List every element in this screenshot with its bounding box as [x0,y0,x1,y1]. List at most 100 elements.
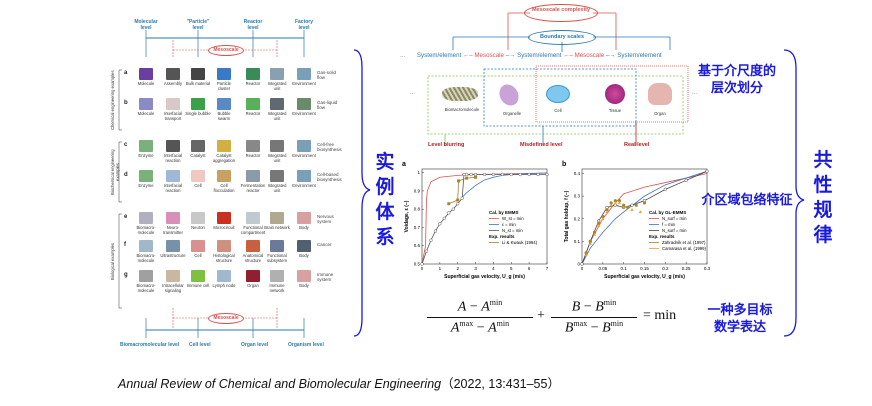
example-thumbnail [139,140,153,152]
data-point [634,203,638,207]
example-thumbnail [217,270,231,282]
legend-entry: N_surf = min [662,216,687,221]
example-caption: Interfacial transport [163,111,183,121]
right-ellipsis: ... [692,90,698,96]
x-tick-label: 0 [581,266,584,271]
example-thumbnail [166,68,180,80]
example-caption: Assembly [163,81,183,86]
example-thumbnail [139,68,153,80]
example-thumbnail [270,270,284,282]
system-name: Cell-based biosynthesis [317,172,342,182]
data-point [433,229,438,233]
y-tick-label: 0.9 [414,188,421,193]
legend-entry: ε = min [502,222,516,227]
x-tick-label: 7 [546,266,549,271]
example-caption: Body [299,283,309,288]
x-tick-label: 1 [439,266,442,271]
example-caption: Reactor [245,153,261,158]
example-thumbnail [217,170,231,182]
legend-entry: Zahradník et al. (1997) [662,240,706,245]
example-thumbnail [139,98,153,110]
example-caption: Integrated unit [267,81,287,91]
example-caption: Histological structure [213,253,235,263]
mesoscale-complexity-ellipse: Mesoscale complexity [524,4,598,22]
data-point [527,172,531,177]
example-caption: Interfacial reaction [163,153,183,163]
var-a: A [457,299,467,315]
data-point [584,251,588,255]
example-thumbnail [246,212,260,224]
data-point [456,202,460,206]
example-caption: Bulk material [185,81,211,86]
row-letter: f [124,242,126,248]
y-tick-label: 0.2 [574,216,581,221]
mesoscale-complexity-text: Mesoscale complexity [531,7,591,13]
x-tick-label: 4 [492,266,495,271]
example-thumbnail [139,270,153,282]
example-thumbnail [217,68,231,80]
example-thumbnail [191,270,205,282]
data-point [509,172,513,177]
minus-sign: − [590,320,599,336]
example-thumbnail [246,140,260,152]
fraction-b: B − Bmin Bmax − Bmin [549,298,639,336]
bottom-level-label: Organ level [241,342,269,348]
example-caption: Functional subsystem [266,253,287,263]
data-point [613,201,617,205]
group-label: Chemical engineering examples [110,70,115,130]
x-axis-label: Superficial gas velocity, U_g (m/s) [604,274,685,280]
x-axis-label: Superficial gas velocity, U_g (m/s) [444,274,525,280]
y-tick-label: 0.3 [574,194,581,199]
chain-mesoscale: Mesoscale [574,52,605,59]
example-caption: Cell [194,183,202,188]
example-thumbnail [270,240,284,252]
top-level-label: Molecular level [134,19,158,31]
example-thumbnail [270,98,284,110]
boundary-scales-text: Boundary scales [539,34,585,40]
outcome-real-level: Real level [624,142,650,148]
example-thumbnail [191,240,205,252]
example-thumbnail [191,140,205,152]
data-point [613,199,617,203]
var-a: A [488,320,497,336]
data-point [451,207,455,211]
chain-arrow: ←– [463,52,473,59]
y-tick-label: 0.4 [574,171,581,176]
data-point [617,201,622,205]
data-point [617,199,622,203]
series-line [421,172,548,265]
left-panel: Molecular level "Particle" level Reactor… [110,0,342,360]
data-point [622,203,626,207]
multiobjective-label-1: 一种多目标 [707,303,773,318]
data-point [545,172,549,177]
y-tick-label: 0 [577,262,580,267]
example-thumbnail [139,212,153,224]
data-point [462,172,466,177]
legend-entry: f = min [662,222,676,227]
example-caption: Particle cluster [217,81,231,91]
fraction-bar [551,316,637,318]
fraction-bar [427,316,533,318]
example-caption: Reactor [245,81,261,86]
data-point [491,172,496,177]
mesoscale-ellipse-bottom: Mesoscale [208,313,244,324]
data-point [518,172,522,177]
example-caption: Environment [292,153,316,158]
x-tick-label: 0.25 [682,266,691,271]
x-tick-label: 2 [456,266,459,271]
biomacromolecule-icon [442,87,478,101]
chain-system-element: System/element [517,52,562,59]
y-axis-label: Voidage, ε (–) [404,200,410,232]
example-thumbnail [297,240,311,252]
example-thumbnail [270,68,284,80]
multiobjective-equation: A − Amin Amax − Amin + B − Bmin Bmax − B… [425,298,685,338]
data-point [663,187,667,192]
example-thumbnail [270,212,284,224]
example-thumbnail [297,170,311,182]
example-caption: Environment [292,81,316,86]
mesoscale-ellipse-top: Mesoscale [208,45,244,56]
data-point [592,230,597,234]
data-point [536,172,540,177]
example-caption: Microcircuit [213,225,235,230]
example-thumbnail [139,170,153,182]
